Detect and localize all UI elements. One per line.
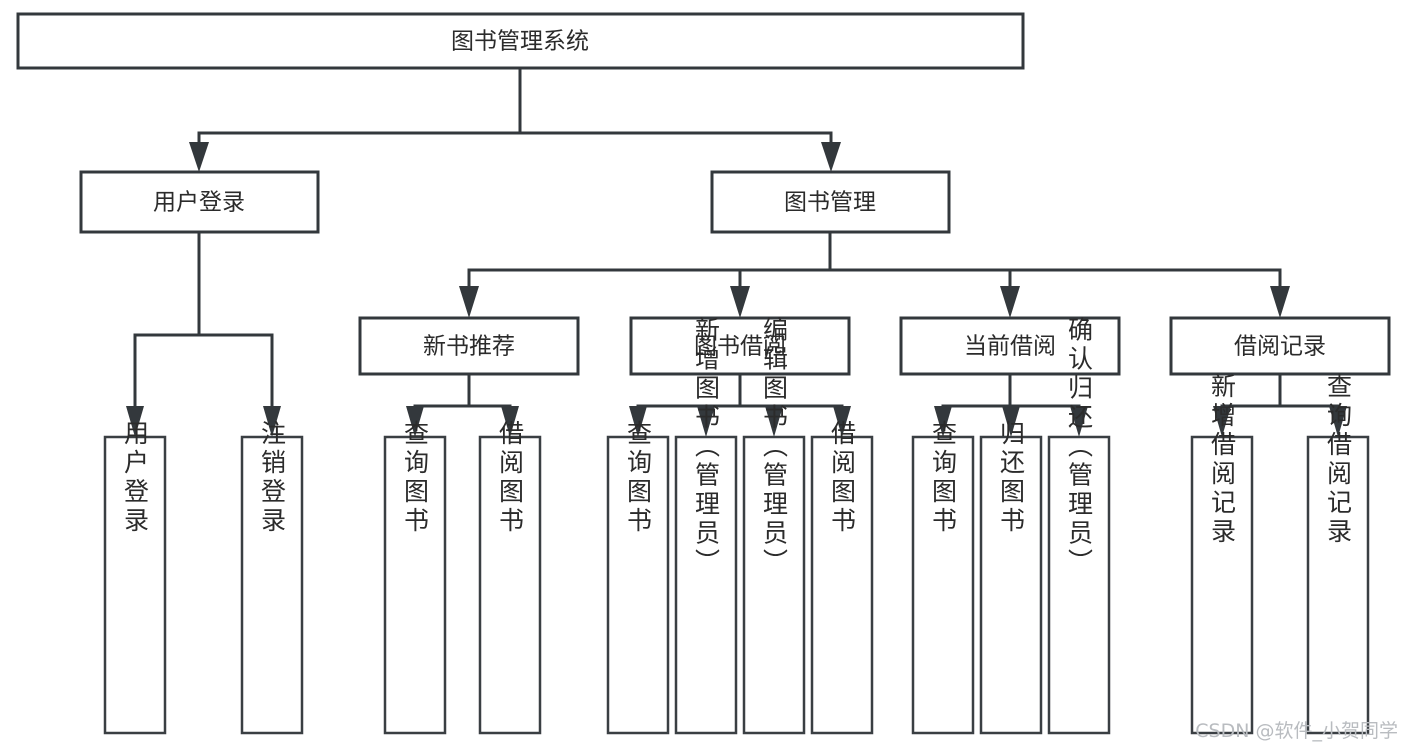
new-book-recommend-box[interactable] xyxy=(358,316,580,376)
borrow-record-label: 借阅记录 xyxy=(1234,334,1326,360)
leaf-edit-book-label: 编辑图书（管理员） xyxy=(760,317,789,578)
node-book-borrow[interactable]: 图书借阅 xyxy=(629,316,851,376)
connector-current-borrow-to-leaves xyxy=(934,372,1088,437)
leaf-node-confirm-return[interactable]: 确认归还（管理员） xyxy=(1047,317,1111,735)
leaf-add-record-box[interactable] xyxy=(1190,435,1254,735)
node-root[interactable]: 图书管理系统 xyxy=(16,12,1025,70)
leaf-node-add-record[interactable]: 新增借阅记录 xyxy=(1190,373,1254,735)
leaf-confirm-return-box[interactable] xyxy=(1047,435,1111,735)
leaf-user-login-box[interactable] xyxy=(103,435,167,735)
leaf-borrow-book-1-label: 借阅图书 xyxy=(496,420,525,536)
arrowhead-leaf-edit-book xyxy=(765,406,783,437)
leaf-query-book-2-label: 查询图书 xyxy=(624,420,653,536)
current-borrow-label: 当前借阅 xyxy=(964,334,1056,360)
arrowhead-leaf-user-logout xyxy=(263,406,281,437)
leaf-query-book-3-box[interactable] xyxy=(911,435,975,735)
leaf-node-query-book-1[interactable]: 查询图书 xyxy=(383,420,447,735)
leaf-query-book-3-label: 查询图书 xyxy=(929,420,958,536)
leaf-query-book-1-label: 查询图书 xyxy=(401,420,430,536)
leaf-query-record-box[interactable] xyxy=(1306,435,1370,735)
leaf-add-book-label: 新增图书（管理员） xyxy=(692,317,721,578)
arrowhead-leaf-add-book xyxy=(697,406,715,437)
connector-root-to-level1 xyxy=(189,66,841,172)
connector-new-book-to-leaves xyxy=(406,372,519,437)
arrowhead-user-login xyxy=(189,142,209,172)
arrowhead-leaf-add-record xyxy=(1213,406,1231,437)
leaf-node-user-logout[interactable]: 注销登录 xyxy=(240,420,304,735)
leaf-query-record-label: 查询借阅记录 xyxy=(1324,373,1353,547)
leaf-borrow-book-2-box[interactable] xyxy=(810,435,874,735)
root-box[interactable] xyxy=(16,12,1025,70)
root-label: 图书管理系统 xyxy=(451,29,589,55)
leaf-user-logout-box[interactable] xyxy=(240,435,304,735)
csdn-watermark: CSDN @软件_小贺同学 xyxy=(1195,720,1398,742)
leaf-return-book-label: 归还图书 xyxy=(997,420,1026,536)
arrowhead-leaf-query-book-3 xyxy=(934,406,952,437)
arrowhead-leaf-user-login xyxy=(126,406,144,437)
connector-user-login-to-leaves xyxy=(126,230,281,437)
leaf-user-logout-label: 注销登录 xyxy=(258,420,287,536)
user-login-label: 用户登录 xyxy=(153,190,245,216)
leaf-node-query-book-2[interactable]: 查询图书 xyxy=(606,420,670,735)
connector-book-management-to-level2 xyxy=(459,230,1290,318)
arrowhead-leaf-confirm-return xyxy=(1070,406,1088,437)
arrowhead-leaf-borrow-book-1 xyxy=(501,406,519,437)
new-book-recommend-label: 新书推荐 xyxy=(423,334,515,360)
leaf-node-user-login[interactable]: 用户登录 xyxy=(103,420,167,735)
arrowhead-leaf-query-book-2 xyxy=(629,406,647,437)
leaf-borrow-book-2-label: 借阅图书 xyxy=(828,420,857,536)
connector-book-borrow-to-leaves xyxy=(629,372,851,437)
arrowhead-book-borrow xyxy=(730,286,750,318)
arrowhead-new-book-recommend xyxy=(459,286,479,318)
book-management-box[interactable] xyxy=(710,170,951,234)
leaf-query-book-2-box[interactable] xyxy=(606,435,670,735)
node-user-login[interactable]: 用户登录 xyxy=(79,170,320,234)
book-borrow-label: 图书借阅 xyxy=(694,334,786,360)
leaf-node-add-book[interactable]: 新增图书（管理员） xyxy=(674,317,738,735)
leaf-node-query-record[interactable]: 查询借阅记录 xyxy=(1306,373,1370,735)
leaf-borrow-book-1-box[interactable] xyxy=(478,435,542,735)
arrowhead-leaf-return-book xyxy=(1002,406,1020,437)
arrowhead-leaf-query-book-1 xyxy=(406,406,424,437)
leaf-user-login-label: 用户登录 xyxy=(121,420,150,536)
node-new-book-recommend[interactable]: 新书推荐 xyxy=(358,316,580,376)
arrowhead-leaf-query-record xyxy=(1329,406,1347,437)
book-borrow-box[interactable] xyxy=(629,316,851,376)
leaf-node-query-book-3[interactable]: 查询图书 xyxy=(911,420,975,735)
leaf-return-book-box[interactable] xyxy=(979,435,1043,735)
leaf-node-borrow-book-2[interactable]: 借阅图书 xyxy=(810,420,874,735)
node-book-management[interactable]: 图书管理 xyxy=(710,170,951,234)
leaf-confirm-return-label: 确认归还（管理员） xyxy=(1065,317,1094,578)
arrowhead-book-management xyxy=(821,142,841,172)
leaf-edit-book-box[interactable] xyxy=(742,435,806,735)
arrowhead-current-borrow xyxy=(1000,286,1020,318)
leaf-add-book-box[interactable] xyxy=(674,435,738,735)
leaf-node-edit-book[interactable]: 编辑图书（管理员） xyxy=(742,317,806,735)
node-borrow-record[interactable]: 借阅记录 xyxy=(1169,316,1391,376)
leaf-add-record-label: 新增借阅记录 xyxy=(1208,373,1237,547)
leaf-node-borrow-book-1[interactable]: 借阅图书 xyxy=(478,420,542,735)
book-management-label: 图书管理 xyxy=(784,190,876,216)
arrowhead-borrow-record xyxy=(1270,286,1290,318)
leaf-query-book-1-box[interactable] xyxy=(383,435,447,735)
arrowhead-leaf-borrow-book-2 xyxy=(833,406,851,437)
connector-borrow-record-to-leaves xyxy=(1213,372,1347,437)
leaf-node-return-book[interactable]: 归还图书 xyxy=(979,420,1043,735)
